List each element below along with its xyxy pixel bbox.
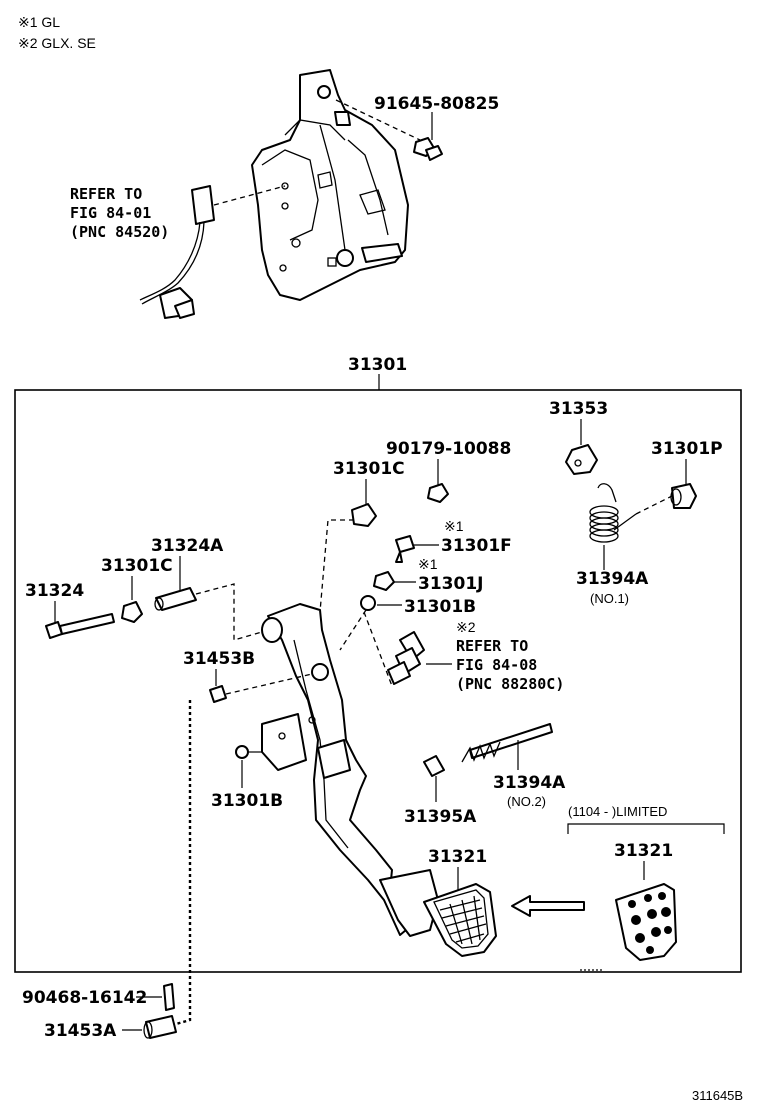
refer1-line3: (PNC 84520): [70, 223, 169, 241]
leader-bushing-align: [319, 519, 354, 613]
label-31453A: 31453A: [44, 1021, 117, 1041]
collar-31324A-end: [154, 597, 164, 611]
label-90468-16142: 90468-16142: [22, 988, 147, 1008]
leader-31453-dotted: [175, 700, 192, 1026]
label-90179-10088: 90179-10088: [386, 439, 511, 459]
pin-31453A: [145, 1015, 177, 1039]
leader-shaft-align: [195, 583, 263, 641]
bolt-91645-80825: [413, 137, 443, 161]
label-31301B-top: 31301B: [404, 597, 476, 617]
spring-31394A-no1: [589, 483, 637, 543]
nut-31301J: [373, 571, 395, 591]
label-31321-right: 31321: [614, 841, 673, 861]
clip-31301B-top: [360, 595, 376, 611]
refer1-line1: REFER TO: [70, 185, 142, 203]
stop-lamp-switch: [139, 185, 215, 319]
leader-clip-align: [339, 609, 367, 651]
leader-switch2: [363, 611, 393, 687]
bolt-31301F: [395, 535, 415, 563]
label-31321-left: 31321: [428, 847, 487, 867]
label-no2: (NO.2): [507, 794, 546, 809]
label-31301C-left: 31301C: [101, 556, 173, 576]
bushing-31301C-top: [351, 503, 377, 527]
refer1-line2: FIG 84-01: [70, 204, 151, 222]
note-gl: ※1 GL: [18, 14, 60, 30]
pedal-pad-limited: [615, 883, 677, 961]
pedal-bracket: [251, 69, 409, 301]
part-31353: [565, 444, 598, 475]
clip-31301B-bottom: [235, 745, 249, 759]
bolt-31324: [45, 613, 115, 639]
part-31353-hole: [574, 459, 582, 467]
label-31301F: 31301F: [441, 536, 512, 556]
pin-90468-16142: [163, 983, 175, 1011]
leader-31453B-align: [225, 673, 313, 695]
mark2-refer: ※2: [456, 619, 476, 635]
retainer-31395A: [423, 755, 445, 777]
leader-refer1: [213, 185, 286, 206]
bushing-31453B: [209, 685, 227, 703]
leader-bolt-top: [335, 99, 421, 141]
pedal-pad-standard: [423, 883, 497, 957]
spring-31394A-no2: [461, 723, 553, 763]
label-31301J: 31301J: [418, 574, 483, 594]
nut-90179-10088: [427, 483, 449, 503]
label-91645-80825: 91645-80825: [374, 94, 499, 114]
assembly-frame: [14, 389, 742, 973]
label-31324A: 31324A: [151, 536, 224, 556]
note-glx-se: ※2 GLX. SE: [18, 35, 96, 51]
pin-31453A-end: [143, 1021, 153, 1039]
label-31301B-bottom: 31301B: [211, 791, 283, 811]
mark1-31301F: ※1: [444, 518, 464, 534]
label-31395A: 31395A: [404, 807, 477, 827]
stop-lamp-switch-2: [387, 631, 425, 685]
refer2-line2: FIG 84-08: [456, 656, 537, 674]
brake-pedal-arm: [261, 603, 439, 937]
refer2-line1: REFER TO: [456, 637, 528, 655]
label-31453B: 31453B: [183, 649, 255, 669]
refer2-line3: (PNC 88280C): [456, 675, 564, 693]
label-31324: 31324: [25, 581, 84, 601]
label-31301C-top: 31301C: [333, 459, 405, 479]
bracket-limited: [567, 823, 725, 834]
label-31353: 31353: [549, 399, 608, 419]
arrow-replacement: [511, 895, 585, 917]
bushing-31301C-left: [121, 601, 143, 623]
label-31301-frame: 31301: [348, 355, 407, 375]
label-31394A-no2: 31394A: [493, 773, 566, 793]
mark1-31301J: ※1: [418, 556, 438, 572]
label-limited: (1104 - )LIMITED: [568, 804, 667, 819]
collar-31324A: [155, 587, 197, 611]
figure-code: 311645B: [692, 1088, 743, 1103]
label-31394A-no1: 31394A: [576, 569, 649, 589]
label-31301P: 31301P: [651, 439, 723, 459]
label-no1: (NO.1): [590, 591, 629, 606]
leader-spring1: [635, 495, 673, 515]
